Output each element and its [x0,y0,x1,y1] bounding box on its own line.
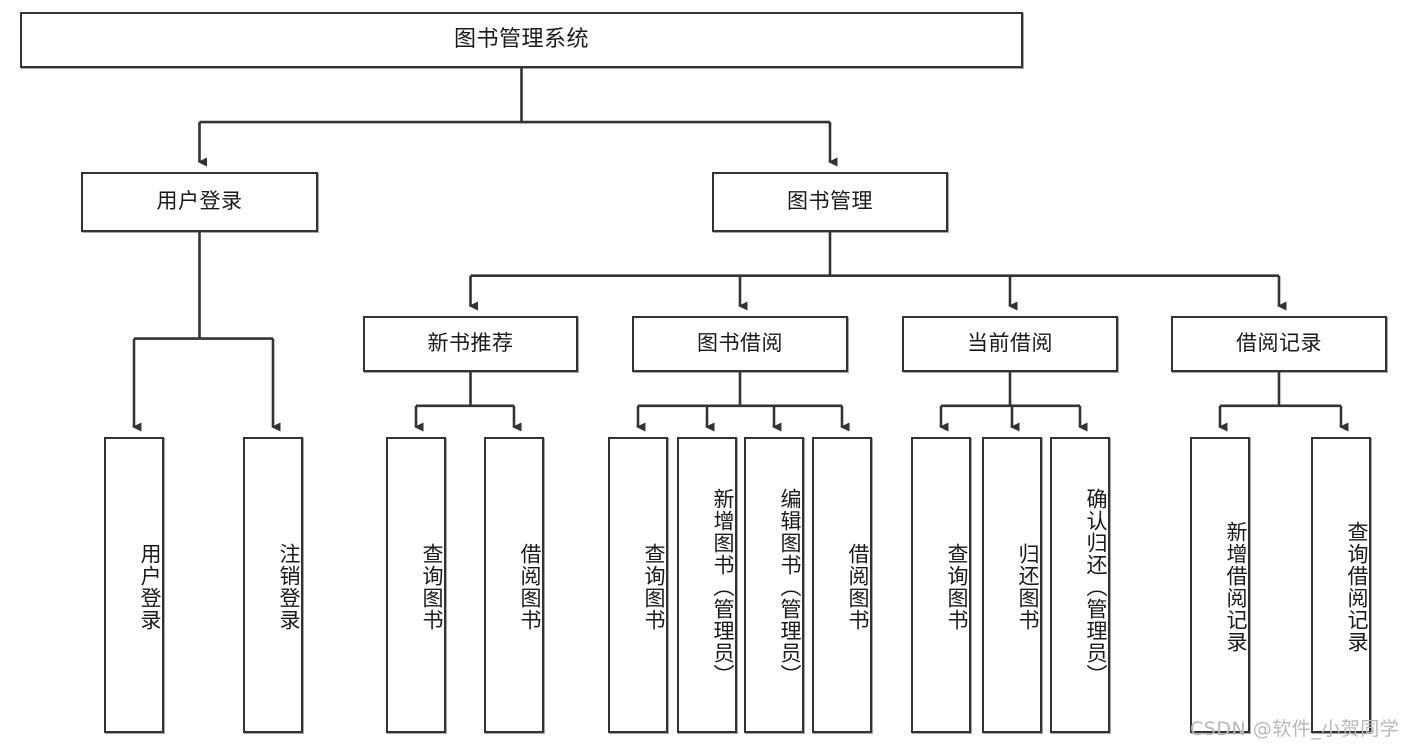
node-new-book-rec[interactable]: 新书推荐 [363,316,578,372]
node-root-label: 图书管理系统 [453,26,589,52]
node-leaf-confirm-return-label: 确认归还（管理员） [1084,488,1108,686]
node-leaf-query-book-1-label: 查询图书 [420,543,444,631]
node-user-login[interactable]: 用户登录 [81,172,318,232]
node-root[interactable]: 图书管理系统 [20,12,1023,68]
node-current-borrow[interactable]: 当前借阅 [902,316,1118,372]
node-user-login-label: 用户登录 [156,189,243,214]
edge-group [132,68,1349,432]
node-leaf-return-book[interactable]: 归还图书 [982,437,1042,733]
node-leaf-add-record-label: 新增借阅记录 [1224,521,1248,653]
node-leaf-add-book[interactable]: 新增图书（管理员） [677,437,737,733]
node-leaf-edit-book-label: 编辑图书（管理员） [778,488,802,686]
node-leaf-edit-book[interactable]: 编辑图书（管理员） [744,437,804,733]
node-leaf-query-book-3-label: 查询图书 [945,543,969,631]
node-book-manage-label: 图书管理 [787,189,873,214]
node-new-book-rec-label: 新书推荐 [427,331,514,356]
node-leaf-borrow-book-1-label: 借阅图书 [518,543,542,631]
node-book-borrow-label: 图书借阅 [697,331,783,356]
node-leaf-confirm-return[interactable]: 确认归还（管理员） [1050,437,1110,733]
node-leaf-user-login-label: 用户登录 [138,543,162,631]
node-borrow-record-label: 借阅记录 [1236,331,1322,356]
node-leaf-borrow-book-1[interactable]: 借阅图书 [484,437,544,733]
node-leaf-borrow-book-2[interactable]: 借阅图书 [812,437,872,733]
node-book-manage[interactable]: 图书管理 [712,172,948,232]
node-leaf-user-login[interactable]: 用户登录 [104,437,164,733]
node-leaf-query-record-label: 查询借阅记录 [1345,521,1369,653]
csdn-watermark: CSDN @软件_小贺同学 [1190,718,1400,740]
node-leaf-add-record[interactable]: 新增借阅记录 [1190,437,1250,733]
node-current-borrow-label: 当前借阅 [967,331,1053,356]
node-book-borrow[interactable]: 图书借阅 [632,316,848,372]
node-leaf-query-book-2-label: 查询图书 [642,543,666,631]
node-leaf-logout-label: 注销登录 [277,543,301,631]
node-leaf-query-book-2[interactable]: 查询图书 [608,437,668,733]
node-borrow-record[interactable]: 借阅记录 [1171,316,1387,372]
node-leaf-query-record[interactable]: 查询借阅记录 [1311,437,1371,733]
node-leaf-borrow-book-2-label: 借阅图书 [846,543,870,631]
node-leaf-query-book-1[interactable]: 查询图书 [386,437,446,733]
node-leaf-add-book-label: 新增图书（管理员） [711,488,735,686]
node-leaf-query-book-3[interactable]: 查询图书 [911,437,971,733]
node-leaf-logout[interactable]: 注销登录 [243,437,303,733]
node-leaf-return-book-label: 归还图书 [1016,543,1040,631]
